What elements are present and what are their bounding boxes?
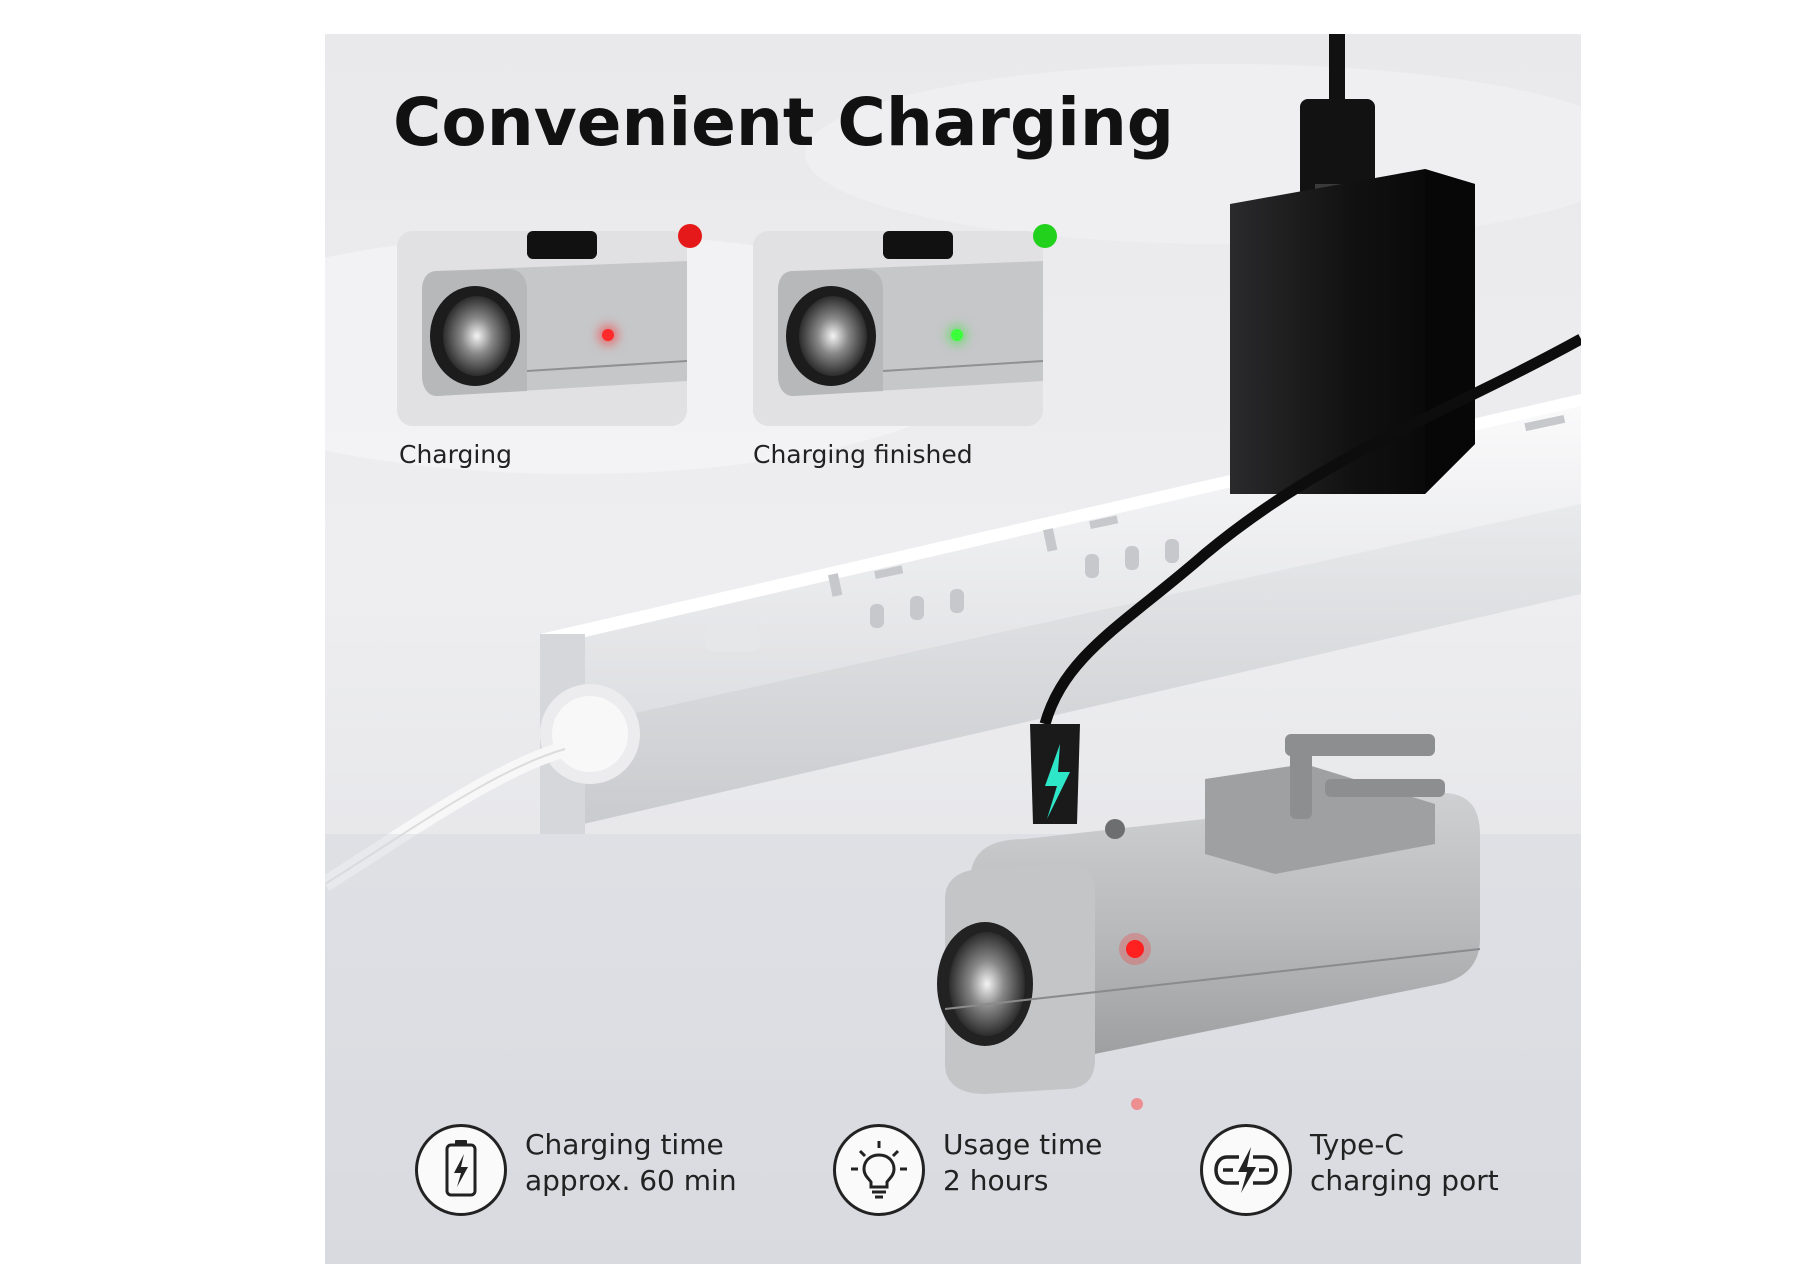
feature-line2: charging port bbox=[1310, 1164, 1499, 1197]
plug-connection-icon bbox=[1200, 1124, 1292, 1216]
feature-line1: Type-C bbox=[1310, 1128, 1404, 1161]
product-photo: Convenient Charging Charging Charging fi… bbox=[325, 34, 1581, 1264]
charging-indicator-image bbox=[397, 231, 687, 426]
lightbulb-icon bbox=[833, 1124, 925, 1216]
feature-line1: Charging time bbox=[525, 1128, 724, 1161]
charging-caption: Charging bbox=[399, 440, 512, 469]
feature-line2: 2 hours bbox=[943, 1164, 1049, 1197]
feature-line2: approx. 60 min bbox=[525, 1164, 737, 1197]
page-title: Convenient Charging bbox=[393, 84, 1175, 161]
charging-finished-indicator-image bbox=[753, 231, 1043, 426]
red-status-dot bbox=[678, 224, 702, 248]
charging-scene-illustration bbox=[325, 34, 1581, 1264]
charging-led bbox=[602, 329, 614, 341]
charged-led bbox=[951, 329, 963, 341]
feature-line1: Usage time bbox=[943, 1128, 1103, 1161]
battery-charging-icon bbox=[415, 1124, 507, 1216]
charging-finished-caption: Charging finished bbox=[753, 440, 973, 469]
green-status-dot bbox=[1033, 224, 1057, 248]
